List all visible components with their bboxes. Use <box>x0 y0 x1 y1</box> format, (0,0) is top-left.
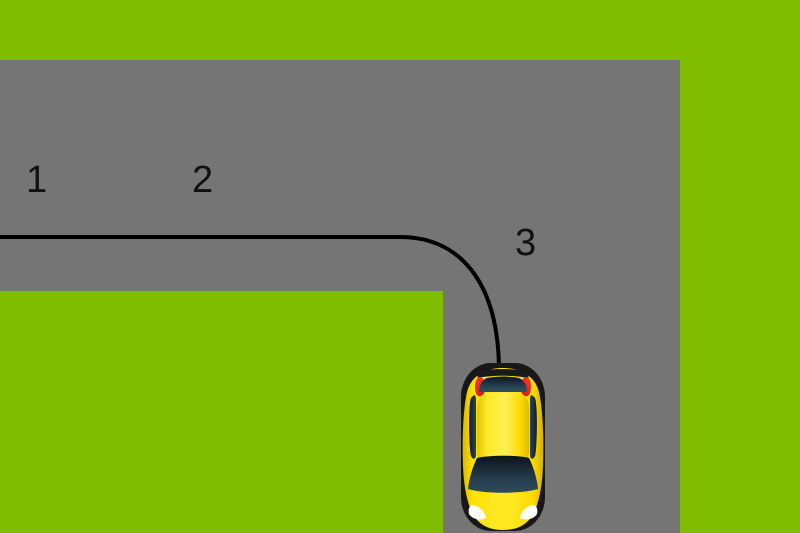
yellow-car[interactable] <box>460 363 546 531</box>
car-windshield <box>468 455 538 493</box>
car-side-window-right <box>530 395 537 459</box>
car-rear-window <box>479 376 527 392</box>
car-side-window-left <box>469 395 476 459</box>
step-label-1: 1 <box>26 159 47 201</box>
car-headlight-left <box>468 505 486 520</box>
step-label-2: 2 <box>192 159 213 201</box>
step-label-3: 3 <box>515 222 536 264</box>
car-rear-bumper <box>476 369 530 378</box>
car-roof <box>477 392 529 465</box>
car-headlight-right <box>520 505 538 520</box>
turn-trajectory <box>0 235 501 373</box>
